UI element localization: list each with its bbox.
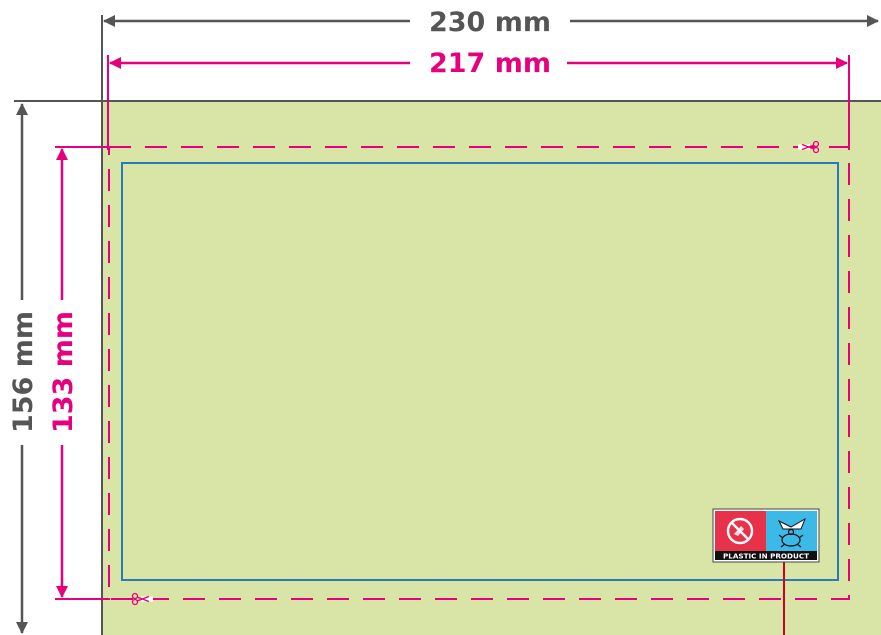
outer-width-dimension: 230 mm xyxy=(103,7,879,38)
scissors-icon xyxy=(798,140,820,154)
inner-height-label: 133 mm xyxy=(48,311,79,433)
inner-width-dimension: 217 mm xyxy=(107,48,850,150)
outer-width-label: 230 mm xyxy=(429,7,551,38)
turtle-icon xyxy=(777,517,806,548)
badge-text: PLASTIC IN PRODUCT xyxy=(723,552,809,561)
outer-height-dimension: 156 mm xyxy=(8,103,39,634)
inner-width-label: 217 mm xyxy=(429,48,551,79)
inner-height-dimension: 133 mm xyxy=(48,146,110,600)
cut-line xyxy=(108,146,850,600)
outer-height-label: 156 mm xyxy=(8,311,39,433)
plastic-in-product-badge: PLASTIC IN PRODUCT xyxy=(712,508,820,563)
safe-area xyxy=(121,162,839,581)
scissors-icon xyxy=(131,592,153,606)
no-plastic-icon xyxy=(726,517,754,545)
